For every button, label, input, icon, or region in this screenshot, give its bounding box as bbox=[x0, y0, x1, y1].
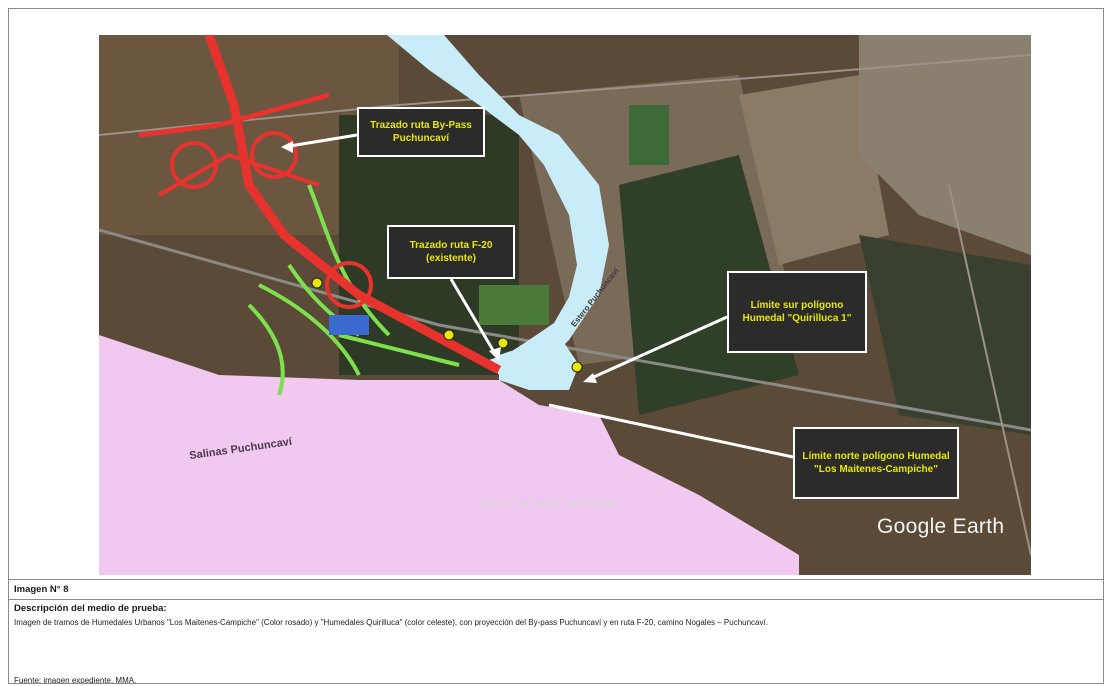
bypass-interchange-loop-east bbox=[250, 131, 298, 179]
f20-route-segment-4 bbox=[247, 303, 285, 396]
map-pin-1 bbox=[311, 277, 323, 289]
map-pin-2 bbox=[443, 329, 455, 341]
f20-route-segment-5 bbox=[338, 333, 460, 367]
town bbox=[859, 35, 1031, 255]
arrow-bypass-head bbox=[281, 141, 293, 153]
document-frame: Trazado ruta By-Pass Puchuncaví Trazado … bbox=[8, 8, 1104, 684]
farm-fields-east bbox=[739, 75, 889, 265]
road-north bbox=[99, 54, 1031, 136]
google-earth-watermark: Google Earth bbox=[877, 515, 1005, 538]
map-pin-3 bbox=[497, 337, 509, 349]
caption-title-row: Imagen N° 8 bbox=[9, 580, 1103, 600]
source-text: Fuente: imagen expediente, MMA. bbox=[14, 676, 137, 684]
callout-maitenes-boundary: Límite norte polígono Humedal "Los Maite… bbox=[793, 427, 959, 499]
callout-quirilluca-boundary: Límite sur polígono Humedal "Quirilluca … bbox=[727, 271, 867, 353]
callout-f20-route: Trazado ruta F-20 (existente) bbox=[387, 225, 515, 279]
callout-bypass-route: Trazado ruta By-Pass Puchuncaví bbox=[357, 107, 485, 157]
arrow-quirilluca-head bbox=[583, 373, 597, 383]
field-green-1 bbox=[629, 105, 669, 165]
forest-east bbox=[859, 235, 1031, 435]
f20-route-segment-3 bbox=[258, 283, 361, 376]
caption-description-row: Descripción del medio de prueba: Imagen … bbox=[9, 600, 1103, 684]
pond-blue bbox=[329, 315, 369, 335]
bypass-route-main bbox=[204, 35, 502, 374]
arrow-f20-head bbox=[489, 347, 501, 361]
map-cell: Trazado ruta By-Pass Puchuncaví Trazado … bbox=[9, 9, 1103, 580]
arrow-f20 bbox=[449, 278, 499, 358]
arrow-bypass bbox=[283, 133, 358, 149]
map-pin-4 bbox=[571, 361, 583, 373]
arrow-maitenes bbox=[548, 403, 794, 459]
imagery-copyright: Image © 2021 Maxar Technologies bbox=[479, 498, 617, 508]
field-green-3 bbox=[479, 285, 549, 325]
image-number: Imagen N° 8 bbox=[14, 584, 69, 595]
bypass-route-crossroad bbox=[138, 92, 330, 138]
road-east bbox=[948, 184, 1031, 556]
maitenes-campiche-wetland-polygon bbox=[99, 335, 799, 575]
quirilluca-wetland-south bbox=[499, 335, 579, 390]
arrow-quirilluca bbox=[586, 315, 728, 382]
bypass-interchange-loop-south bbox=[325, 261, 373, 309]
bypass-interchange-ramp bbox=[158, 152, 320, 197]
description-label: Descripción del medio de prueba: bbox=[14, 603, 167, 614]
description-text: Imagen de tramos de Humedales Urbanos "L… bbox=[14, 618, 768, 627]
quirilluca-wetland-polygon bbox=[387, 35, 609, 375]
satellite-map: Trazado ruta By-Pass Puchuncaví Trazado … bbox=[99, 35, 1031, 575]
bypass-interchange-loop-west bbox=[170, 141, 218, 189]
rail-line bbox=[99, 228, 1031, 432]
f20-route-segment-1 bbox=[307, 184, 391, 337]
